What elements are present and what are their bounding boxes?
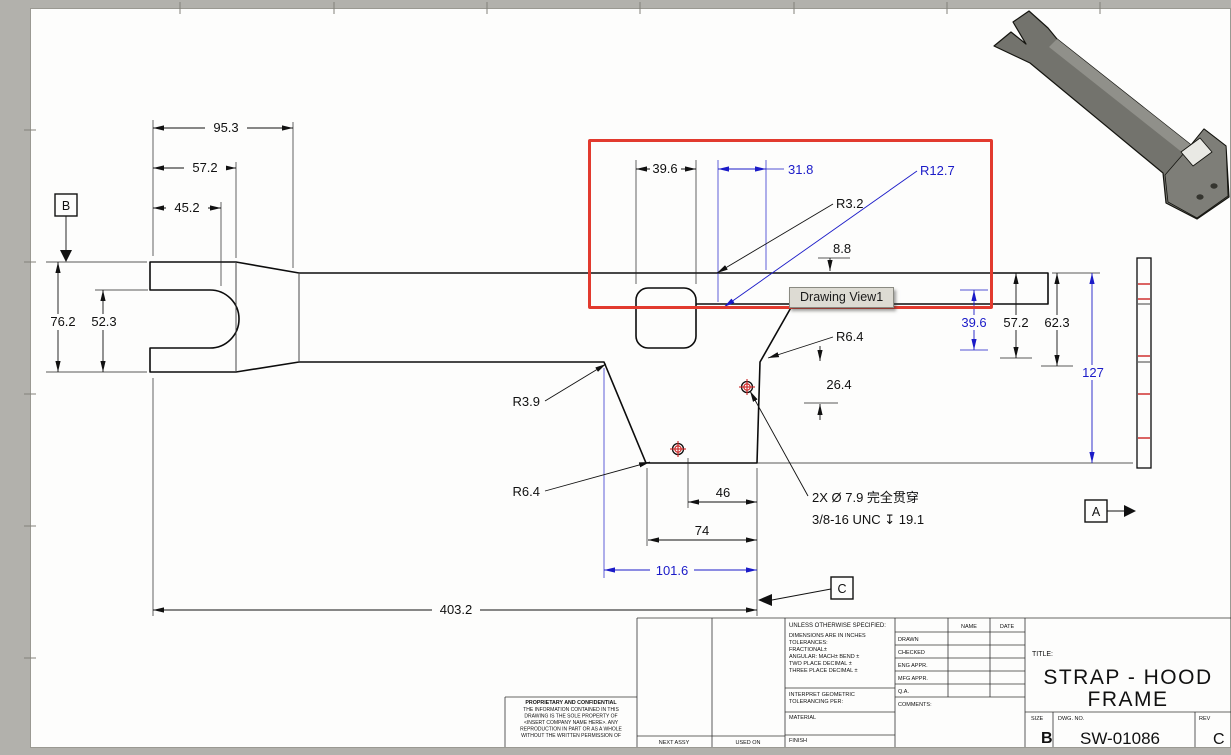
tb-rev-value: C: [1213, 731, 1225, 748]
tb-title-line2: FRAME: [1088, 688, 1169, 711]
dim-text-57-2[interactable]: 57.2: [192, 160, 217, 175]
dim-text-r6-4-lower[interactable]: R6.4: [513, 484, 540, 499]
tb-tol-3: ANGULAR: MACH± BEND ±: [789, 654, 859, 660]
datum-c-triangle-icon: [758, 594, 772, 606]
dim-text-52-3[interactable]: 52.3: [91, 314, 116, 329]
tb-prop-line-0: THE INFORMATION CONTAINED IN THIS: [523, 707, 619, 713]
dim-text-39-6-notch[interactable]: 39.6: [652, 161, 677, 176]
tb-row-checked: CHECKED: [898, 650, 925, 656]
hole-callout-line2[interactable]: 3/8-16 UNC ↧ 19.1: [812, 512, 924, 527]
tb-used-on: USED ON: [735, 740, 760, 746]
tb-finish: FINISH: [789, 738, 807, 744]
dim-text-403-2[interactable]: 403.2: [440, 602, 473, 617]
tb-proprietary-title: PROPRIETARY AND CONFIDENTIAL: [525, 700, 617, 706]
title-block-grid: [504, 617, 1231, 747]
drawing-view-tooltip-text: Drawing View1: [800, 290, 884, 304]
tb-tol-1: TOLERANCES:: [789, 640, 828, 646]
dim-text-39-6-right[interactable]: 39.6: [961, 315, 986, 330]
iso-square-hole: [1180, 137, 1213, 167]
iso-plate-face: [1164, 128, 1229, 219]
tb-tol-2: FRACTIONAL±: [789, 647, 827, 653]
tb-size-label: SIZE: [1031, 716, 1044, 722]
datum-b-label[interactable]: B: [62, 199, 70, 213]
tb-row-mfgappr: MFG APPR.: [898, 676, 928, 682]
dim-text-r3-9[interactable]: R3.9: [513, 394, 540, 409]
dim-text-46[interactable]: 46: [716, 485, 730, 500]
iso-hole-2: [1210, 183, 1218, 189]
tb-row-qa: Q.A.: [898, 689, 909, 695]
iso-top-face: [1049, 39, 1191, 153]
datum-a[interactable]: A: [1084, 499, 1136, 523]
tb-prop-line-2: <INSERT COMPANY NAME HERE>. ANY: [524, 720, 619, 726]
datum-b-triangle-icon: [60, 250, 72, 262]
tb-rev-label: REV: [1199, 716, 1211, 722]
tb-material: MATERIAL: [789, 715, 816, 721]
tb-unless: UNLESS OTHERWISE SPECIFIED:: [789, 623, 886, 629]
tb-dwg-label: DWG. NO.: [1058, 716, 1085, 722]
tb-next-assy: NEXT ASSY: [659, 740, 690, 746]
dim-text-26-4[interactable]: 26.4: [826, 377, 851, 392]
dimension-text-masks: [44, 120, 1108, 617]
tb-tol-0: DIMENSIONS ARE IN INCHES: [789, 633, 866, 639]
title-block: UNLESS OTHERWISE SPECIFIED: DIMENSIONS A…: [504, 617, 1231, 748]
dim-text-r3-2[interactable]: R3.2: [836, 196, 863, 211]
dim-text-62-3[interactable]: 62.3: [1044, 315, 1069, 330]
dim-text-101-6[interactable]: 101.6: [656, 563, 689, 578]
datum-c-label[interactable]: C: [837, 582, 846, 596]
datum-a-triangle-icon: [1124, 505, 1136, 517]
dim-text-r12-7[interactable]: R12.7: [920, 163, 955, 178]
drawing-view-isometric[interactable]: [993, 10, 1230, 220]
tb-title-label: TITLE:: [1032, 651, 1053, 658]
dim-text-r6-4-upper[interactable]: R6.4: [836, 329, 863, 344]
dim-text-95-3[interactable]: 95.3: [213, 120, 238, 135]
tb-title-line1: STRAP - HOOD: [1043, 666, 1212, 689]
drawing-view-tooltip: Drawing View1: [789, 287, 895, 308]
datum-b[interactable]: B: [54, 193, 78, 262]
tb-prop-line-4: WITHOUT THE WRITTEN PERMISSION OF: [521, 733, 621, 739]
dim-text-45-2[interactable]: 45.2: [174, 200, 199, 215]
dim-text-31-8[interactable]: 31.8: [788, 162, 813, 177]
tb-prop-line-1: DRAWING IS THE SOLE PROPERTY OF: [524, 714, 617, 720]
drawing-view-side[interactable]: [1136, 257, 1152, 469]
tb-row-comments: COMMENTS:: [898, 702, 932, 708]
datum-c[interactable]: C: [758, 576, 854, 606]
side-view-edges: [1138, 303, 1150, 363]
tb-prop-line-3: REPRODUCTION IN PART OR AS A WHOLE: [520, 727, 622, 733]
side-view-selected-edges[interactable]: [1138, 283, 1150, 439]
tb-date-header: DATE: [1000, 624, 1015, 630]
drawing-view-main[interactable]: 95.3 57.2 45.2 76.2 52.3 39.6 31.8 R12.7…: [44, 120, 1136, 617]
extension-lines-blue: [603, 160, 988, 578]
tb-size-value: B: [1041, 730, 1053, 747]
sheet-zone-ticks: [24, 2, 1101, 659]
tb-interpret-2: TOLERANCING PER:: [789, 699, 843, 705]
dim-text-76-2[interactable]: 76.2: [50, 314, 75, 329]
tb-row-drawn: DRAWN: [898, 637, 919, 643]
iso-hole-1: [1196, 194, 1204, 200]
tb-tol-5: THREE PLACE DECIMAL ±: [789, 668, 858, 674]
tb-tol-4: TWO PLACE DECIMAL ±: [789, 661, 852, 667]
hole-center-marks[interactable]: [670, 379, 755, 457]
tb-row-engappr: ENG APPR.: [898, 663, 928, 669]
tb-interpret-1: INTERPRET GEOMETRIC: [789, 692, 855, 698]
tb-dwg-value: SW-01086: [1080, 729, 1160, 748]
hole-callout-line1[interactable]: 2X Ø 7.9 完全贯穿: [812, 490, 919, 505]
selection-highlight-box: [588, 139, 993, 309]
datum-a-label[interactable]: A: [1092, 505, 1101, 519]
dim-text-57-2-right[interactable]: 57.2: [1003, 315, 1028, 330]
tb-name-header: NAME: [961, 624, 977, 630]
dim-text-74[interactable]: 74: [695, 523, 709, 538]
dim-text-8-8[interactable]: 8.8: [833, 241, 851, 256]
dim-text-127[interactable]: 127: [1082, 365, 1104, 380]
